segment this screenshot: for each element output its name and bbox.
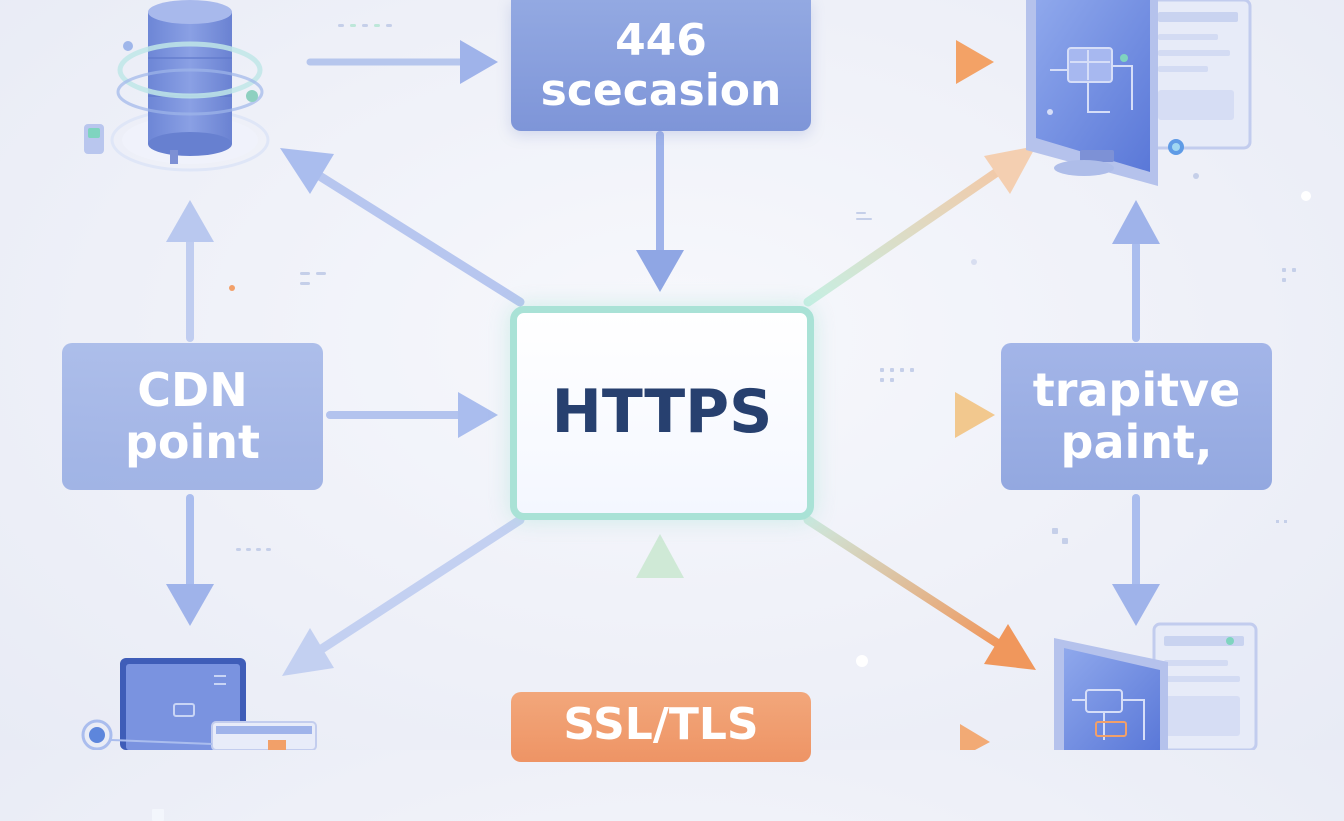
arrow-bottom-right-partial xyxy=(960,724,990,750)
decorative-dots xyxy=(229,24,1311,667)
node-trapitve-paint: trapitve paint, xyxy=(1001,343,1272,490)
arrow-center-to-bottom-left xyxy=(282,515,525,676)
node-center-label: HTTPS xyxy=(551,377,773,448)
node-https: HTTPS xyxy=(510,306,814,520)
node-ssl-tls: SSL/TLS xyxy=(511,692,811,762)
node-bottom-label: SSL/TLS xyxy=(563,699,759,750)
arrow-right-up xyxy=(1112,200,1160,342)
arrow-center-to-bottom-right xyxy=(803,515,1036,670)
node-left-line1: CDN xyxy=(137,362,248,417)
diagram-canvas xyxy=(81,0,1311,750)
node-right-line2: paint, xyxy=(1060,414,1213,469)
node-cdn-point: CDN point xyxy=(62,343,323,821)
arrow-left-to-center xyxy=(326,392,498,438)
arrow-top-to-top-right xyxy=(814,40,994,84)
node-top-line2: scecasion xyxy=(540,64,782,116)
arrow-bottom-to-center xyxy=(636,534,684,692)
database-server-icon xyxy=(84,0,270,172)
node-top-line1: 446 xyxy=(615,15,707,67)
arrow-center-to-top-left xyxy=(280,148,525,307)
arrow-left-up xyxy=(166,200,214,342)
laptop-window-icon xyxy=(81,658,317,750)
arrow-top-to-center xyxy=(636,131,684,292)
node-left-line2: point xyxy=(124,414,261,469)
arrow-left-down xyxy=(166,494,214,626)
monitor-dashboard-icon-top xyxy=(1026,0,1252,186)
monitor-dashboard-icon-bottom xyxy=(1054,622,1258,750)
arrow-center-to-right xyxy=(818,392,995,438)
arrow-top-left-to-top xyxy=(306,40,498,84)
arrow-right-down xyxy=(1112,494,1160,626)
node-scecasion: 446 scecasion xyxy=(511,0,811,131)
node-right-line1: trapitve xyxy=(1032,362,1241,417)
arrow-center-to-top-right xyxy=(803,146,1036,307)
corner-square-icon xyxy=(152,809,164,821)
